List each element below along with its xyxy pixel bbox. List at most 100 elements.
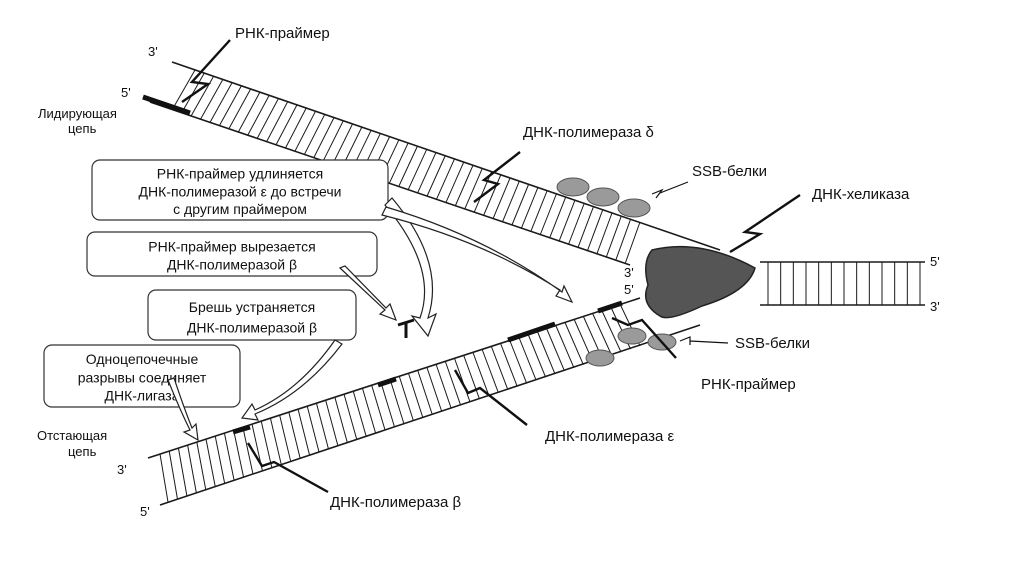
base-pair-rung xyxy=(242,426,254,475)
base-pair-rung xyxy=(247,95,270,136)
base-pair-rung xyxy=(509,339,528,384)
base-pair-rung xyxy=(530,190,548,233)
base-pair-rung xyxy=(545,327,565,372)
callout-line: ДНК-лигаза xyxy=(104,388,179,404)
base-pair-rung xyxy=(407,148,428,191)
label-ssb-top: SSB-белки xyxy=(692,163,767,180)
base-pair-rung xyxy=(388,142,409,185)
base-pair-rung xyxy=(334,396,348,443)
base-pair-rung xyxy=(601,309,622,353)
callout-box xyxy=(147,289,357,341)
end-top-3: 3' xyxy=(148,44,158,59)
base-pair-rung xyxy=(228,88,252,130)
label-rna-primer-top: РНК-праймер xyxy=(235,25,330,42)
base-pair-rung xyxy=(187,444,197,493)
base-pair-rung xyxy=(199,79,224,120)
base-pair-rung xyxy=(389,378,405,425)
end-bottom-3: 3' xyxy=(117,462,127,477)
label-ssb-bottom: SSB-белки xyxy=(735,335,810,352)
base-pair-rung xyxy=(223,432,235,481)
lagging-primer-bar xyxy=(377,376,397,388)
base-pair-rung xyxy=(567,202,585,245)
lagging-primer-bar xyxy=(232,424,251,435)
base-pair-rung xyxy=(177,447,188,496)
lagging-primer-bar xyxy=(597,300,623,314)
callout-line: ДНК-полимеразой ε до встречи xyxy=(139,183,342,199)
base-pair-rung xyxy=(481,348,499,393)
base-pair-rung xyxy=(322,120,344,162)
base-pair-rung xyxy=(196,441,207,490)
base-pair-rung xyxy=(426,366,443,412)
base-pair-rung xyxy=(407,372,424,418)
base-pair-rung xyxy=(539,193,558,236)
base-pair-rung xyxy=(288,411,301,459)
base-pair-rung xyxy=(294,110,316,152)
callout-box xyxy=(86,231,378,277)
base-pair-rung xyxy=(426,155,446,197)
label-rna-primer-bottom: РНК-праймер xyxy=(701,376,796,393)
base-pair-rung xyxy=(435,158,456,201)
end-fork-3: 3' xyxy=(624,265,634,280)
base-pair-rung xyxy=(416,152,437,194)
base-pair-rung xyxy=(306,405,320,453)
base-pair-rung xyxy=(555,324,575,369)
base-pair-rung xyxy=(586,209,604,252)
base-pair-rung xyxy=(501,180,520,223)
callout-line: Брешь устраняется xyxy=(189,299,315,315)
label-leading-1: Лидирующая xyxy=(38,106,117,121)
base-pair-rung xyxy=(596,212,613,255)
end-bottom-5: 5' xyxy=(140,504,150,519)
base-pair-rung xyxy=(615,218,632,261)
base-pair-rung xyxy=(233,429,245,478)
base-pair-rung xyxy=(577,205,595,249)
base-pair-rung xyxy=(463,354,480,400)
base-pair-rung xyxy=(214,435,226,484)
leading-primer-bar xyxy=(142,94,191,116)
ssb-proteins-bottom xyxy=(585,327,677,367)
base-pair-rung xyxy=(380,381,396,428)
base-pair-rung xyxy=(605,215,622,258)
base-pair-rung xyxy=(352,390,367,437)
base-pair-rung xyxy=(492,177,511,220)
base-pair-rung xyxy=(464,167,483,210)
callout-line: РНК-праймер удлиняется xyxy=(157,166,324,182)
base-pair-rung xyxy=(499,342,518,387)
base-pair-rung xyxy=(549,196,567,239)
end-fork-5: 5' xyxy=(624,282,634,297)
base-pair-rung xyxy=(564,321,584,365)
gap-marks xyxy=(397,318,415,338)
base-pair-rung xyxy=(490,345,509,390)
base-pair-rung xyxy=(159,453,169,503)
base-pair-rung xyxy=(168,450,178,499)
base-pair-rung xyxy=(171,69,196,111)
base-pair-rung xyxy=(472,351,490,397)
base-pair-rung xyxy=(518,336,537,381)
base-pair-rung xyxy=(315,402,329,450)
base-pair-rung xyxy=(209,82,233,124)
base-pair-rung xyxy=(275,104,298,146)
base-pair-rung xyxy=(511,183,530,226)
label-lagging-1: Отстающая xyxy=(37,428,107,443)
callout-line: с другим праймером xyxy=(173,201,307,217)
base-pair-rung xyxy=(303,114,326,156)
base-pair-rung xyxy=(313,117,335,159)
base-pair-rung xyxy=(218,85,242,127)
base-pair-rung xyxy=(260,420,273,468)
base-pair-rung xyxy=(284,107,307,149)
label-leading-2: цепь xyxy=(68,121,97,136)
end-top-5: 5' xyxy=(121,85,131,100)
base-pair-rung xyxy=(445,161,465,204)
label-lagging-2: цепь xyxy=(68,444,97,459)
base-pair-rung xyxy=(205,438,216,487)
base-pair-rung xyxy=(435,363,452,409)
base-pair-rung xyxy=(591,312,613,356)
label-dna-pol-eps: ДНК-полимераза ε xyxy=(545,428,675,445)
callout-box xyxy=(91,159,389,221)
base-pair-rung xyxy=(237,91,261,133)
base-pair-rung xyxy=(444,360,462,406)
base-pair-rung xyxy=(473,171,493,213)
base-pair-rung xyxy=(520,186,539,229)
base-pair-rung xyxy=(361,387,377,434)
